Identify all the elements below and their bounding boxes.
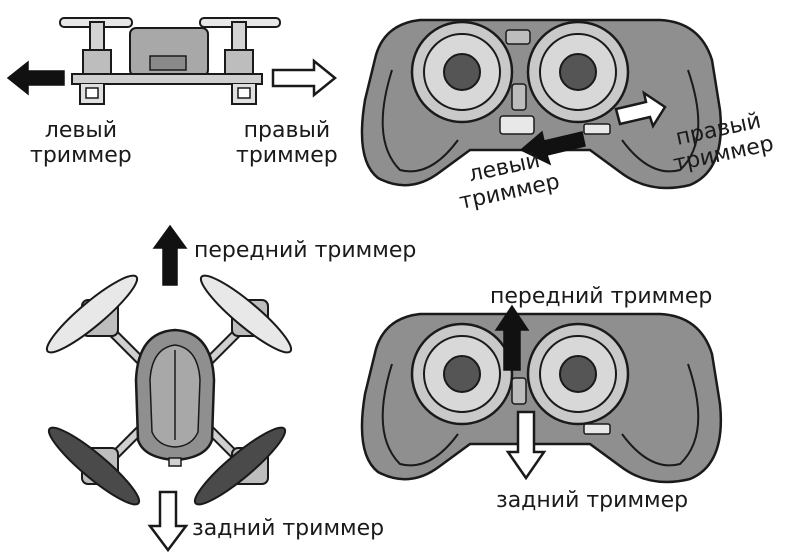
forward-trim-label-controller: передний триммер — [490, 284, 712, 309]
quadcopter-top-icon — [40, 268, 298, 513]
arrow-up-icon — [154, 226, 186, 285]
arrow-down-icon — [150, 492, 186, 550]
left-trim-label-drone: левый триммер — [30, 118, 132, 169]
right-trim-label-drone: правый триммер — [236, 118, 338, 169]
back-trim-label-controller: задний триммер — [496, 488, 688, 513]
arrow-right-icon — [273, 61, 335, 95]
arrow-left-icon — [8, 62, 64, 94]
forward-trim-label-drone: передний триммер — [194, 238, 416, 263]
quadcopter-side-icon — [60, 18, 280, 104]
back-trim-label-drone: задний триммер — [192, 516, 384, 541]
